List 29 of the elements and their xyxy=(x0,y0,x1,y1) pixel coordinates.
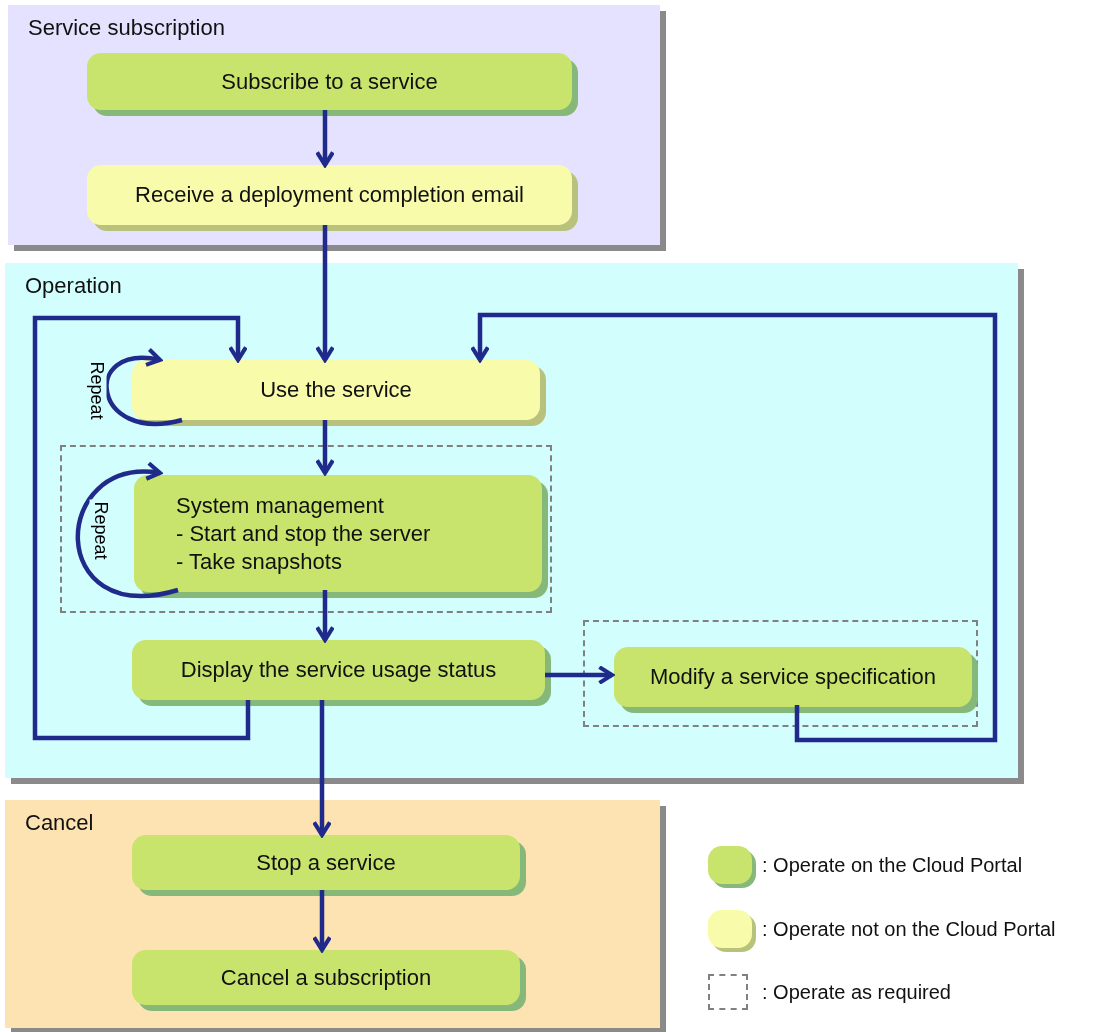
section-title: Operation xyxy=(25,273,122,299)
arrow xyxy=(315,110,335,168)
arrow xyxy=(315,590,335,643)
section-title: Cancel xyxy=(25,810,94,836)
arrow xyxy=(312,700,332,838)
legend-text: : Operate on the Cloud Portal xyxy=(762,853,1023,877)
legend-text: : Operate as required xyxy=(762,980,951,1004)
step-text: Receive a deployment completion email xyxy=(135,181,524,209)
arrow xyxy=(545,665,615,685)
step-text: Subscribe to a service xyxy=(221,67,438,96)
optional-group-frame xyxy=(583,620,978,727)
legend-text: : Operate not on the Cloud Portal xyxy=(762,917,1056,941)
edge-label: Repeat xyxy=(89,499,111,561)
step-text: Display the service usage status xyxy=(180,656,497,684)
step-text: - Start and stop the server xyxy=(176,519,431,548)
arrow xyxy=(312,890,332,953)
step-text: Stop a service xyxy=(256,848,396,877)
arrow xyxy=(75,462,179,598)
step-text: System management xyxy=(176,491,384,520)
arrow xyxy=(470,312,998,743)
arrow xyxy=(315,420,335,476)
section-title: Service subscription xyxy=(28,15,225,41)
step-text: - Take snapshots xyxy=(176,547,342,576)
arrow xyxy=(315,225,335,363)
step-text: Cancel a subscription xyxy=(220,963,432,992)
step-text: Use the service xyxy=(260,376,412,404)
arrow xyxy=(32,315,251,741)
step-text: Modify a service specification xyxy=(649,663,937,691)
optional-group-frame xyxy=(60,445,552,613)
